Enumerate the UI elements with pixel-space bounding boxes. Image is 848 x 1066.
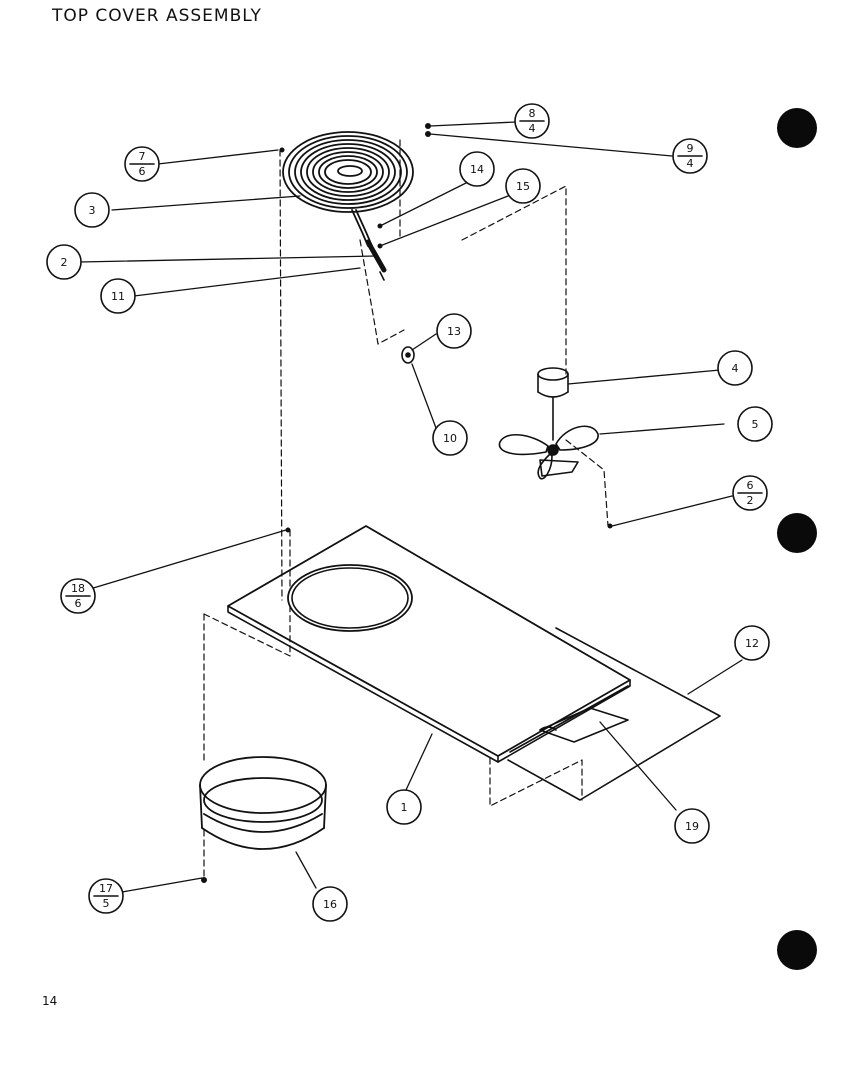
callout-9-4: 9 4	[672, 138, 708, 174]
side-panel	[507, 627, 721, 801]
callout-5-label: 5	[752, 418, 759, 431]
callout-9-4-bottom: 4	[687, 157, 694, 170]
callout-12: 12	[734, 625, 770, 661]
callout-17-5: 17 5	[88, 878, 124, 914]
callout-11-label: 11	[111, 290, 125, 303]
callout-2-label: 2	[61, 256, 68, 269]
gasket	[539, 707, 629, 743]
callout-17-5-bottom: 5	[103, 897, 110, 910]
callout-1: 1	[386, 789, 422, 825]
callout-8-4-bottom: 4	[529, 122, 536, 135]
callout-2: 2	[46, 244, 82, 280]
callout-19-label: 19	[685, 820, 699, 833]
fan-blade	[498, 425, 599, 480]
callout-7-6: 7 6	[124, 146, 160, 182]
callout-7-6-top: 7	[139, 150, 146, 163]
callout-8-4: 8 4	[514, 103, 550, 139]
orifice-ring	[199, 756, 327, 850]
callout-16-label: 16	[323, 898, 337, 911]
page-number: 14	[42, 994, 58, 1008]
callout-17-5-top: 17	[99, 882, 113, 895]
callout-11: 11	[100, 278, 136, 314]
callout-6-2-bottom: 2	[747, 494, 754, 507]
callout-14: 14	[459, 151, 495, 187]
callout-4: 4	[717, 350, 753, 386]
callout-10: 10	[432, 420, 468, 456]
callout-12-label: 12	[745, 637, 759, 650]
binder-hole-middle	[777, 513, 817, 553]
top-cover-plate	[227, 525, 631, 763]
callout-14-label: 14	[470, 163, 484, 176]
fastener-dots	[201, 123, 613, 883]
callout-3: 3	[74, 192, 110, 228]
callout-15-label: 15	[516, 180, 530, 193]
page-title: TOP COVER ASSEMBLY	[52, 6, 262, 26]
callout-3-label: 3	[89, 204, 96, 217]
callout-15: 15	[505, 168, 541, 204]
callout-1-label: 1	[401, 801, 408, 814]
callout-16: 16	[312, 886, 348, 922]
condenser-coil	[282, 131, 414, 247]
callout-13-label: 13	[447, 325, 461, 338]
callout-5: 5	[737, 406, 773, 442]
assembly-lines	[203, 139, 609, 881]
binder-hole-bottom	[777, 930, 817, 970]
thermostat	[401, 346, 415, 364]
callout-7-6-bottom: 6	[139, 165, 146, 178]
callout-18-6: 18 6	[60, 578, 96, 614]
callout-18-6-bottom: 6	[75, 597, 82, 610]
callout-6-2: 6 2	[732, 475, 768, 511]
callout-18-6-top: 18	[71, 582, 85, 595]
callout-10-label: 10	[443, 432, 457, 445]
callout-13: 13	[436, 313, 472, 349]
callout-6-2-top: 6	[747, 479, 754, 492]
fan-motor	[537, 367, 569, 441]
callout-19: 19	[674, 808, 710, 844]
callout-9-4-top: 9	[687, 142, 694, 155]
callout-4-label: 4	[732, 362, 739, 375]
leader-lines	[79, 121, 743, 893]
callout-8-4-top: 8	[529, 107, 536, 120]
binder-hole-top	[777, 108, 817, 148]
